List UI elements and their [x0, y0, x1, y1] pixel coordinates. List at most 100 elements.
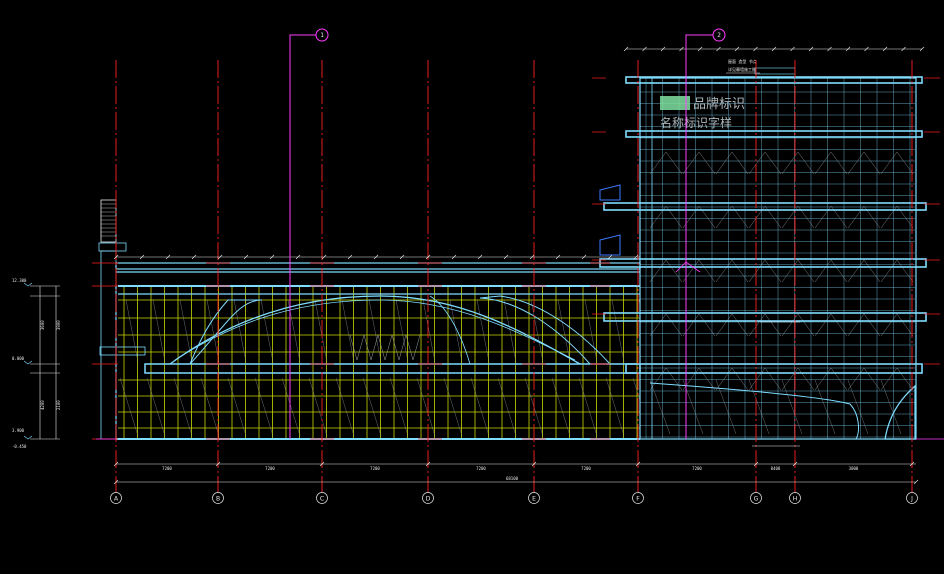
callout-2: 2 — [717, 32, 721, 39]
dim-tick — [139, 254, 145, 260]
dim-tick — [607, 254, 613, 260]
glass-hatch — [682, 151, 716, 175]
glass-hatch — [781, 151, 815, 175]
glass-hatch — [781, 367, 815, 391]
glass-hatch — [814, 313, 848, 337]
glass-hatch — [503, 299, 517, 363]
level-dim: 2100 — [56, 400, 61, 410]
level-labels: 12.300 0.000 3.900 -0.450 3600 4200 3900… — [12, 278, 61, 449]
glass-hatch — [416, 377, 436, 437]
glass-hatch — [611, 299, 625, 363]
bay-dimension: 7200 — [265, 466, 275, 471]
dim-tick — [771, 46, 777, 52]
glass-hatch — [880, 379, 902, 435]
dim-tick — [919, 46, 925, 52]
dim-tick — [503, 254, 509, 260]
glass-hatch — [260, 299, 274, 363]
glass-hatch — [814, 259, 848, 283]
glass-hatch — [530, 299, 544, 363]
axis-label: H — [793, 496, 798, 503]
glass-hatch — [497, 377, 517, 437]
glass-hatch — [389, 377, 409, 437]
glass-hatch — [814, 367, 848, 391]
glass-hatch — [377, 334, 393, 361]
glass-hatch — [362, 377, 382, 437]
glass-hatch — [880, 205, 914, 229]
dim-tick — [581, 254, 587, 260]
dim-tick — [555, 254, 561, 260]
dim-tick — [477, 254, 483, 260]
axis-bubble — [422, 492, 434, 504]
glass-hatch — [281, 377, 301, 437]
glass-hatch — [748, 313, 782, 337]
glass-hatch — [748, 151, 782, 175]
dim-tick — [734, 46, 740, 52]
axis-bubble — [906, 492, 918, 504]
glass-hatch — [649, 205, 683, 229]
glass-hatch — [125, 299, 139, 363]
dim-tick — [753, 46, 758, 52]
glass-hatch — [405, 334, 421, 361]
dim-tick — [845, 46, 851, 52]
glass-hatch — [748, 367, 782, 391]
axis-bubble — [750, 492, 762, 504]
dim-tick — [425, 461, 431, 467]
dimension-ticks — [113, 46, 925, 485]
glass-hatch — [395, 299, 409, 363]
dim-tick — [269, 254, 275, 260]
glass-hatch — [682, 367, 716, 391]
glass-hatch — [391, 334, 407, 361]
glass-hatch — [748, 259, 782, 283]
dim-tick — [113, 461, 119, 467]
dim-tick — [321, 254, 327, 260]
dim-tick — [165, 254, 171, 260]
glass-hatch — [179, 299, 193, 363]
level-label: 0.000 — [12, 356, 25, 361]
axis-bubble — [110, 492, 122, 504]
glass-hatch — [551, 377, 571, 437]
glass-hatch — [578, 377, 598, 437]
glass-hatch — [308, 377, 328, 437]
tower-podium-link — [599, 184, 621, 256]
section-callouts — [289, 28, 726, 439]
glass-hatch — [173, 377, 193, 437]
glass-hatch — [649, 151, 683, 175]
glass-hatch — [146, 377, 166, 437]
glass-hatch — [584, 299, 598, 363]
glass-hatch — [206, 299, 220, 363]
glass-hatch — [227, 377, 247, 437]
axis-bubble — [632, 492, 644, 504]
callout-1: 1 — [320, 32, 324, 39]
glass-hatch — [682, 259, 716, 283]
dim-tick — [716, 46, 721, 52]
glass-hatch — [363, 334, 379, 361]
glass-hatch — [781, 259, 815, 283]
glass-hatch — [314, 299, 328, 363]
glass-hatch — [649, 259, 683, 283]
glass-hatch — [119, 377, 139, 437]
dim-tick — [243, 254, 249, 260]
glass-hatch — [748, 205, 782, 229]
tower-signage: 品牌标识 名称标识字样 — [660, 96, 745, 130]
dim-tick — [425, 254, 431, 260]
glass-hatch — [341, 299, 355, 363]
bay-dimension: 7200 — [692, 466, 702, 471]
axis-bubble — [528, 492, 540, 504]
signage-line2: 名称标识字样 — [660, 115, 732, 130]
dim-tick — [113, 254, 119, 260]
dim-tick — [319, 461, 325, 467]
glass-hatch — [605, 377, 625, 437]
axis-label: J — [910, 496, 913, 503]
grid-axis-lines — [92, 60, 944, 492]
bay-dimension: 7200 — [162, 466, 172, 471]
dim-tick — [808, 46, 814, 52]
glass-hatch — [682, 205, 716, 229]
dim-tick — [827, 46, 832, 52]
glass-hatch — [847, 379, 869, 435]
dim-tick — [864, 46, 869, 52]
glass-hatch — [349, 334, 365, 361]
glass-hatch — [748, 379, 770, 435]
glass-hatch — [847, 205, 881, 229]
level-dim: 3900 — [56, 320, 61, 330]
top-note-line2: 详见幕墙施工图 — [728, 66, 756, 72]
